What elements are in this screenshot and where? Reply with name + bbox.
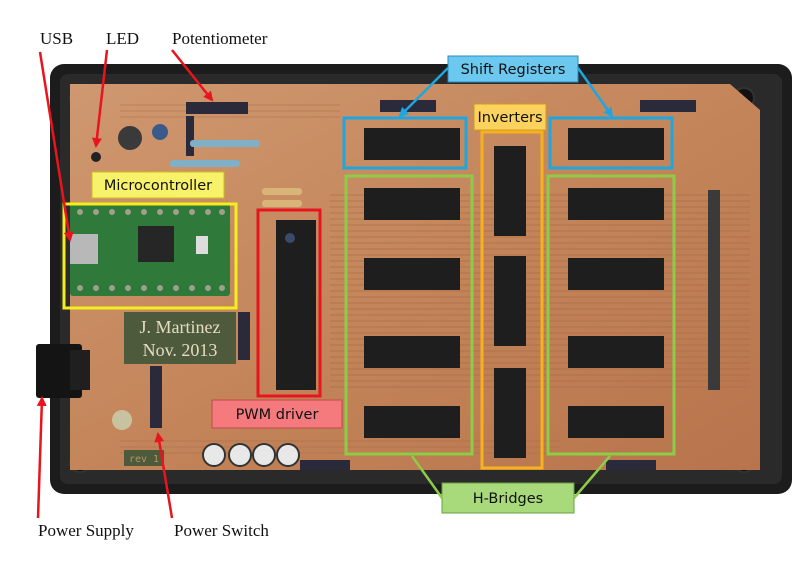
shift-registers-region-left bbox=[342, 116, 468, 170]
potentiometer-arrow bbox=[171, 49, 214, 102]
shift-registers-pointer-right bbox=[576, 67, 614, 118]
microcontroller-region bbox=[62, 202, 238, 310]
capacitors bbox=[202, 443, 300, 467]
shift-registers-region-right bbox=[548, 116, 674, 170]
pwm-driver-region bbox=[256, 208, 322, 398]
power-supply-arrow bbox=[36, 396, 47, 519]
svg-text:H-Bridges: H-Bridges bbox=[473, 491, 543, 507]
shift-registers-pointer-left bbox=[398, 67, 449, 118]
led bbox=[91, 152, 101, 162]
usb-connector bbox=[70, 234, 98, 264]
label-microcontroller: Microcontroller bbox=[91, 171, 225, 199]
engraving-plate: J. Martinez Nov. 2013 bbox=[124, 312, 236, 364]
h-bridges-region-left bbox=[344, 174, 474, 456]
chips-right-column bbox=[568, 128, 664, 438]
power-switch-arrow bbox=[154, 432, 174, 519]
svg-text:PWM driver: PWM driver bbox=[236, 407, 319, 423]
h-bridges-pointer-right bbox=[573, 455, 611, 499]
reset-button bbox=[196, 236, 208, 254]
potentiometer-header bbox=[186, 102, 248, 114]
usb-arrow bbox=[38, 51, 74, 242]
label-shift-registers: Shift Registers bbox=[447, 55, 579, 83]
callout-potentiometer: Potentiometer bbox=[172, 29, 268, 48]
h-bridges-region-right bbox=[546, 174, 676, 456]
engraving-name: J. Martinez bbox=[140, 317, 221, 337]
callout-usb: USB bbox=[40, 29, 73, 48]
microcontroller-board bbox=[70, 204, 230, 296]
svg-text:Microcontroller: Microcontroller bbox=[104, 178, 212, 194]
pwm-driver-chip bbox=[276, 220, 316, 390]
svg-text:Inverters: Inverters bbox=[477, 110, 542, 126]
h-bridges-pointer-left bbox=[410, 455, 444, 499]
chips-inverters bbox=[494, 146, 526, 458]
label-h-bridges: H-Bridges bbox=[441, 482, 575, 514]
callout-power-switch: Power Switch bbox=[174, 521, 269, 540]
revision-label: rev 1 bbox=[129, 454, 159, 465]
callout-power-supply: Power Supply bbox=[38, 521, 134, 540]
chips-left-column bbox=[364, 128, 460, 438]
label-inverters: Inverters bbox=[473, 103, 547, 131]
mcu-chip bbox=[138, 226, 174, 262]
power-switch-header bbox=[150, 366, 162, 428]
label-pwm-driver: PWM driver bbox=[211, 399, 343, 429]
svg-text:Shift Registers: Shift Registers bbox=[461, 62, 566, 78]
inverters-region bbox=[480, 130, 544, 470]
led-arrow bbox=[91, 49, 109, 148]
engraving-date: Nov. 2013 bbox=[143, 340, 218, 360]
callout-led: LED bbox=[106, 29, 139, 48]
